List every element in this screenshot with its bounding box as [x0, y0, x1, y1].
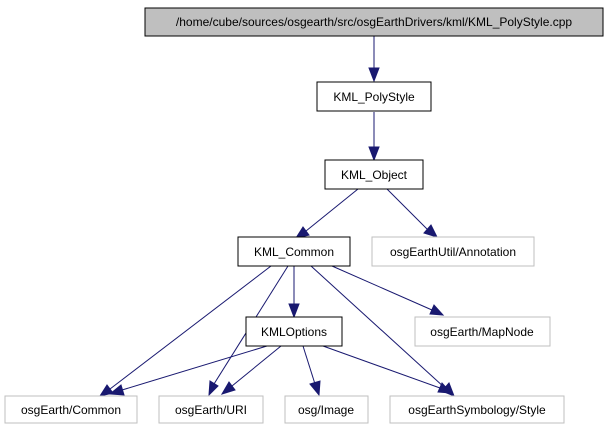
node-kml-object[interactable]: KML_Object	[324, 159, 424, 190]
node-root-file-label: /home/cube/sources/osgearth/src/osgEarth…	[176, 15, 572, 29]
node-uri-label: osgEarth/URI	[175, 403, 247, 417]
edge-kml-object-to-kml-common	[294, 188, 359, 239]
node-style: osgEarthSymbology/Style	[389, 395, 565, 424]
edge-kmloptions-to-common	[108, 345, 268, 396]
edge-kml-object-to-annotation	[386, 188, 438, 238]
node-kmloptions-label: KMLOptions	[261, 325, 327, 339]
node-common-label: osgEarth/Common	[21, 403, 121, 417]
node-style-label: osgEarthSymbology/Style	[408, 403, 546, 417]
node-image-label: osg/Image	[298, 403, 354, 417]
node-kml-polystyle[interactable]: KML_PolyStyle	[316, 81, 432, 112]
node-kml-common[interactable]: KML_Common	[237, 236, 351, 267]
node-kml-polystyle-label: KML_PolyStyle	[333, 90, 415, 104]
edge-kml-polystyle-to-kml-object	[368, 112, 380, 162]
node-uri: osgEarth/URI	[158, 395, 264, 424]
edge-kmloptions-to-uri	[220, 345, 282, 395]
edge-kmloptions-to-image	[302, 345, 321, 397]
node-kml-object-label: KML_Object	[341, 168, 408, 182]
node-image: osg/Image	[284, 395, 369, 424]
nodes: /home/cube/sources/osgearth/src/osgEarth…	[4, 7, 604, 424]
edge-kmloptions-to-style	[322, 345, 453, 394]
node-annotation-label: osgEarthUtil/Annotation	[390, 245, 516, 259]
edge-kml-common-to-kmloptions	[288, 266, 300, 319]
node-common: osgEarth/Common	[4, 395, 138, 424]
node-annotation: osgEarthUtil/Annotation	[371, 236, 535, 267]
node-kmloptions[interactable]: KMLOptions	[245, 316, 343, 347]
node-kml-common-label: KML_Common	[254, 245, 334, 259]
node-mapnode-label: osgEarth/MapNode	[430, 325, 534, 339]
edge-kml-common-to-mapnode	[331, 265, 445, 316]
edge-root-to-kml-polystyle	[368, 36, 380, 83]
node-mapnode: osgEarth/MapNode	[414, 316, 551, 347]
edge-kml-common-to-common	[98, 265, 272, 397]
node-root-file: /home/cube/sources/osgearth/src/osgEarth…	[144, 7, 604, 37]
